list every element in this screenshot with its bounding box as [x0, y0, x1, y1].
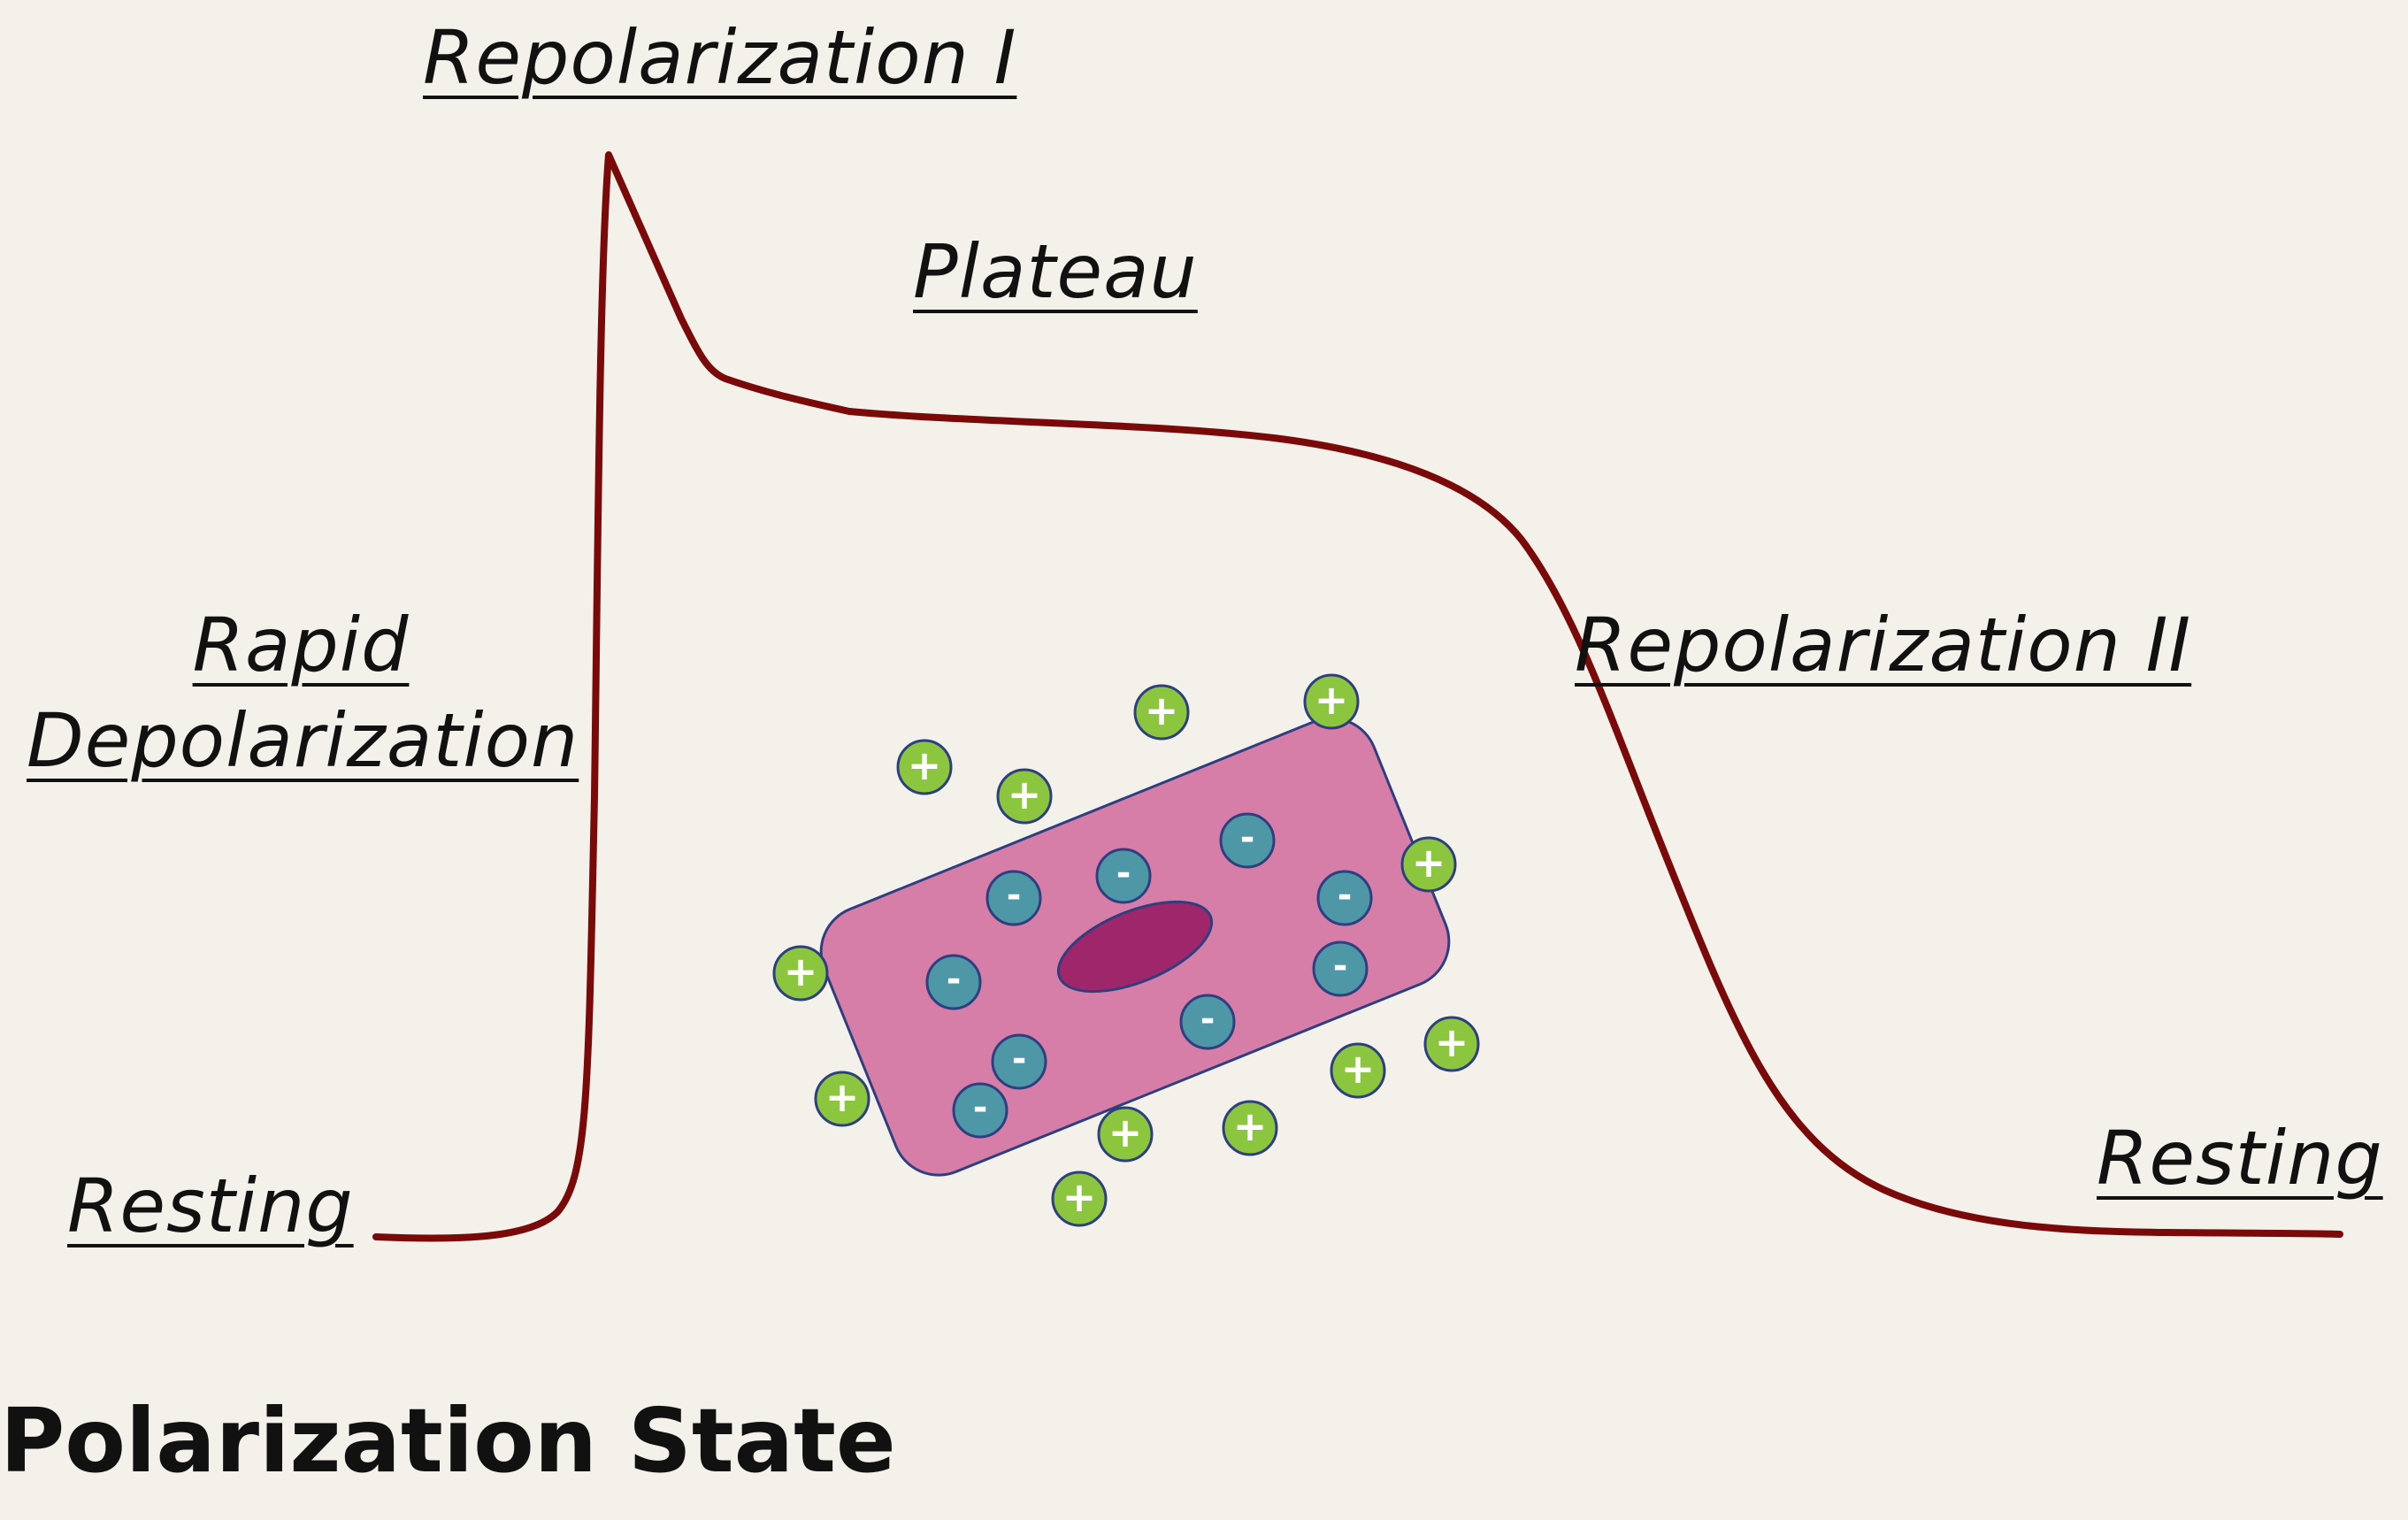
phase-label-resting-left: Resting: [67, 1163, 354, 1249]
positive-ion-symbol: +: [825, 1073, 860, 1121]
positive-ion: +: [896, 739, 953, 795]
positive-ion: +: [1222, 1100, 1278, 1156]
negative-ion-symbol: -: [1240, 818, 1255, 858]
negative-ions: ---------: [925, 812, 1373, 1139]
negative-ion-symbol: -: [1338, 875, 1353, 916]
phase-label-resting-right: Resting: [2097, 1115, 2383, 1201]
positive-ion-symbol: +: [908, 741, 942, 789]
positive-ion-symbol: +: [1412, 839, 1446, 887]
negative-ion: -: [1312, 940, 1369, 997]
positive-ion-symbol: +: [1315, 676, 1349, 724]
positive-ion: +: [1303, 673, 1360, 730]
cell-nucleus: [1056, 900, 1214, 994]
negative-ion-symbol: -: [1012, 1039, 1027, 1079]
positive-ion: +: [1133, 684, 1190, 741]
positive-ion-symbol: +: [1341, 1045, 1376, 1093]
positive-ion: +: [1400, 836, 1457, 893]
action-potential-curve: [372, 151, 2343, 1242]
negative-ion: -: [952, 1082, 1008, 1139]
positive-ion: +: [1330, 1042, 1386, 1099]
negative-ion-symbol: -: [1333, 946, 1348, 986]
positive-ion: +: [772, 945, 829, 1002]
positive-ion-symbol: +: [784, 948, 818, 995]
negative-ion: -: [925, 954, 982, 1010]
positive-ions: ++++++++++++: [772, 673, 1480, 1227]
negative-ion-symbol: -: [1116, 853, 1131, 894]
cardiac-cell: [819, 717, 1451, 1177]
phase-label-rapid-depolarization: Rapid Depolarization: [27, 598, 579, 788]
negative-ion: -: [1316, 870, 1373, 926]
negative-ion: -: [991, 1033, 1047, 1090]
negative-ion-symbol: -: [973, 1087, 988, 1128]
negative-ion: -: [1219, 812, 1276, 869]
phase-label-plateau: Plateau: [913, 228, 1198, 315]
negative-ion: -: [1095, 848, 1152, 904]
positive-ion: +: [814, 1071, 870, 1127]
phase-label-repolarization-2: Repolarization II: [1575, 602, 2192, 688]
negative-ion: -: [1179, 994, 1236, 1050]
positive-ion: +: [1097, 1106, 1154, 1163]
positive-ion-symbol: +: [1108, 1109, 1143, 1156]
positive-ion-symbol: +: [1233, 1102, 1268, 1150]
negative-ion-symbol: -: [947, 959, 962, 1000]
positive-ion-symbol: +: [1008, 771, 1042, 818]
positive-ion-symbol: +: [1435, 1018, 1469, 1066]
negative-ion: -: [985, 870, 1042, 926]
phase-label-rapid-line2: Depolarization: [27, 696, 579, 784]
diagram-title: Polarization State: [0, 1389, 896, 1493]
phase-label-rapid-line1: Rapid: [192, 602, 410, 688]
negative-ion-symbol: -: [1007, 875, 1022, 916]
phase-label-repolarization-1: Repolarization I: [423, 14, 1017, 101]
positive-ion-symbol: +: [1145, 687, 1179, 734]
negative-ion-symbol: -: [1200, 999, 1216, 1040]
positive-ion: +: [996, 768, 1053, 825]
positive-ion: +: [1051, 1171, 1108, 1227]
positive-ion: +: [1423, 1016, 1480, 1072]
positive-ion-symbol: +: [1062, 1173, 1097, 1221]
